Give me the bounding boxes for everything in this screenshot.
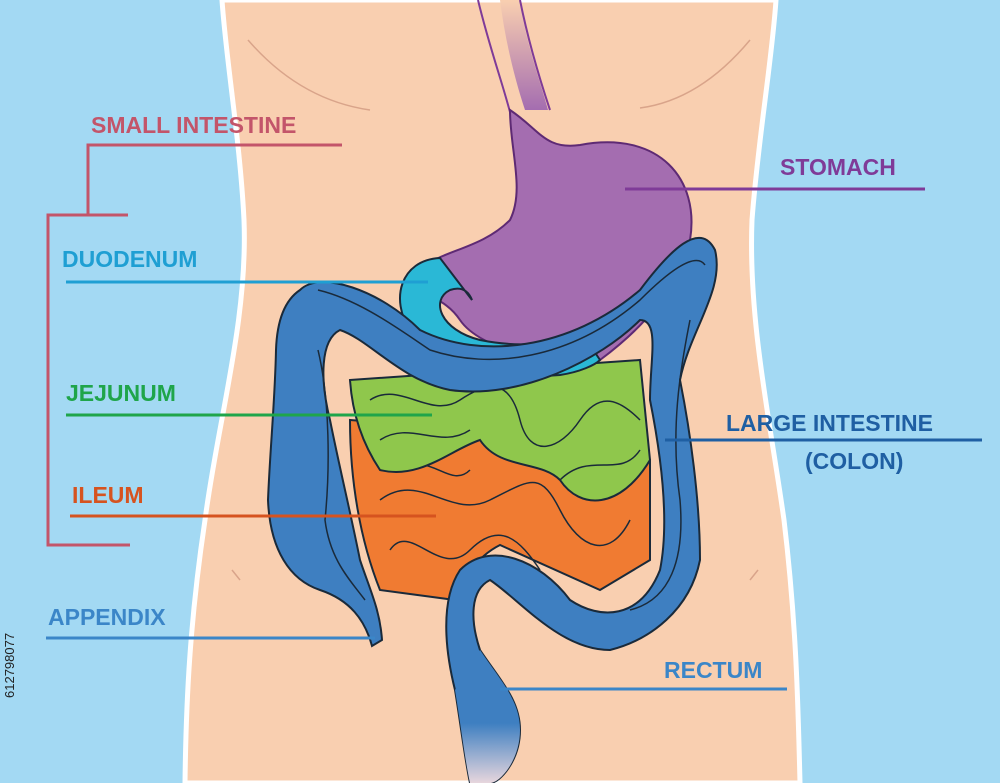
label-stomach: STOMACH <box>780 154 896 180</box>
small-intestine-bracket <box>86 143 342 215</box>
label-colon: (COLON) <box>805 448 904 474</box>
label-jejunum: JEJUNUM <box>66 380 176 406</box>
small-intestine-bracket-vertical <box>46 213 130 547</box>
esophagus <box>478 0 548 110</box>
hip-line-right <box>749 569 759 581</box>
label-duodenum: DUODENUM <box>62 246 198 272</box>
label-large-intestine: LARGE INTESTINE <box>726 410 934 436</box>
label-appendix: APPENDIX <box>48 604 166 630</box>
hip-line-left <box>231 569 241 581</box>
chest-line-right <box>639 39 751 109</box>
label-small-intestine: SMALL INTESTINE <box>91 112 297 138</box>
label-rectum: RECTUM <box>664 657 763 683</box>
colon <box>266 236 718 783</box>
rectum-shape <box>455 650 520 783</box>
label-ileum: ILEUM <box>72 482 144 508</box>
chest-line-left <box>247 39 371 111</box>
stock-id: 612798077 <box>2 632 17 699</box>
jejunum <box>348 358 652 502</box>
